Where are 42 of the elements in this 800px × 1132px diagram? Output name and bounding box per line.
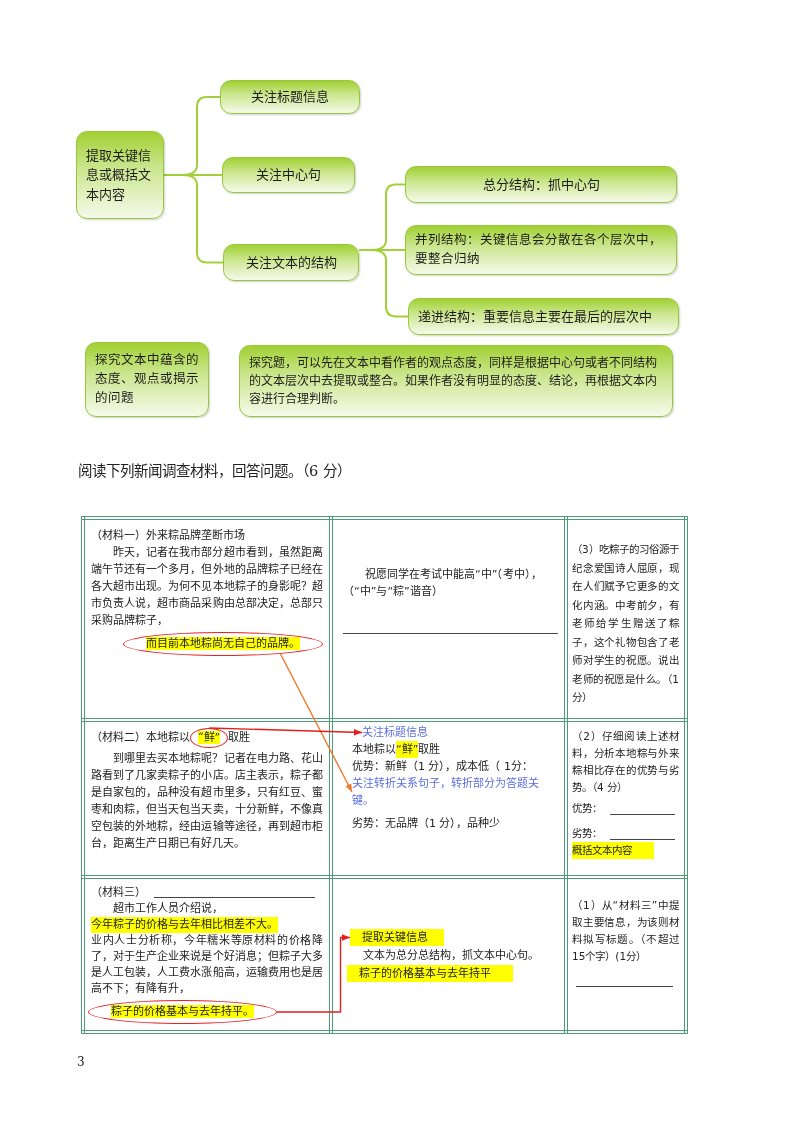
material-paragraph: 超市工作人员介绍说， <box>112 901 224 917</box>
topic-box: 探究文本中蕴含的态度、观点或揭示的问题 <box>85 342 209 417</box>
structure-box: 递进结构：重要信息主要在最后的层次中 <box>408 298 679 335</box>
highlighted-text: “鲜” <box>396 741 419 758</box>
question-text: （3）吃粽子的习俗源于纪念爱国诗人屈原，现在人们赋予它更多的文化内涵。中考前夕，有老师给学生赠送了粽子，这个礼物包含了老师对学生的祝愿。说出老师的祝愿是什么。（1分） <box>572 542 679 705</box>
page-number: 3 <box>77 1055 85 1069</box>
subtopic-box: 关注标题信息 <box>220 80 360 114</box>
answer-text: 祝愿同学在考试中能高“中”（考中），（“中”与“粽”谐音） <box>343 567 544 600</box>
brace-connector <box>358 249 409 318</box>
material-paragraph: 到哪里去买本地粽呢？记者在电力路、花山路看到了几家卖粽子的小店。店主表示，粽子都是自家包的，品种没有超市里多，只有红豆、蜜枣和肉粽，但当天包当天卖，十分新鲜，不像真空包装的外地粽，经由运输等途径，再到超市柜台，距离生产日期已有好几天。 <box>91 751 323 852</box>
field-label: 劣势： <box>572 826 602 841</box>
field-label: 优势： <box>572 801 602 816</box>
question-text: （2）仔细阅读上述材料，分析本地粽与外来粽相比存在的优势与劣势。（4 分） <box>572 729 679 795</box>
highlighted-text: 今年粽子的价格与去年相比相差不大。 <box>91 917 278 933</box>
answer-text: 优势：新鲜（1 分），成本低（ 1分： <box>352 759 534 775</box>
annotation-text: 关注标题信息 <box>362 724 428 741</box>
arrow <box>208 727 363 736</box>
instruction-text: 阅读下列新闻调查材料，回答问题。（6 分） <box>78 462 351 480</box>
material-heading: （材料三） <box>91 885 146 901</box>
answer-text: 劣势：无品牌（1 分），品种少 <box>352 816 502 832</box>
arrow <box>279 653 353 793</box>
subtopic-box: 关注文本的结构 <box>223 244 359 281</box>
highlighted-text: 概括文本内容 <box>572 842 654 859</box>
answer-text: 本地粽以 <box>352 742 396 758</box>
question-text: （1）从“材料三”中提取主要信息，为该则材料拟写标题。（不超过 15个字）(1分） <box>572 898 679 964</box>
highlighted-text: 粽子的价格基本与去年持平 <box>347 965 513 982</box>
answer-text: 文本为总分总结构，抓文本中心句。 <box>363 948 540 964</box>
material-paragraph: 昨天，记者在我市部分超市看到，虽然距离端午节还有一个多月，但外地的品牌粽子已经在各大超市出现。为何不见本地粽子的身影呢？超市负责人说，超市商品采购由总部决定，总部只采购品牌粽子， <box>91 545 323 629</box>
material-heading: 取胜 <box>228 731 251 745</box>
material-heading: （材料一）外来粽品牌垄断市场 <box>91 528 246 544</box>
structure-box: 总分结构：抓中心句 <box>405 166 677 203</box>
brace-connector <box>163 174 224 264</box>
material-heading: （材料二）本地粽以 <box>91 731 190 745</box>
annotation-text: 关注转折关系句子，转折部分为答题关键。 <box>352 775 560 809</box>
subtopic-box: 关注中心句 <box>222 157 355 193</box>
arrow <box>276 934 351 1013</box>
structure-box: 并列结构：关键信息会分散在各个层次中，要整合归纳 <box>405 225 677 275</box>
main-topic-box: 提取关键信息或概括文本内容 <box>76 131 164 219</box>
highlighted-text: 提取关键信息 <box>350 929 444 946</box>
answer-text: 取胜 <box>418 742 441 758</box>
explanation-box: 探究题，可以先在文本中看作者的观点态度，同样是根据中心句或者不同结构的文本层次中去提取或整合。如果作者没有明显的态度、结论，再根据文本内容进行合理判断。 <box>239 345 673 417</box>
material-paragraph: 业内人士分析称，今年糯米等原材料的价格降了，对于生产企业来说是个好消息；但粽子大多是人工包装，人工费水涨船高，运输费用也是居高不下；有降有升， <box>91 933 323 997</box>
